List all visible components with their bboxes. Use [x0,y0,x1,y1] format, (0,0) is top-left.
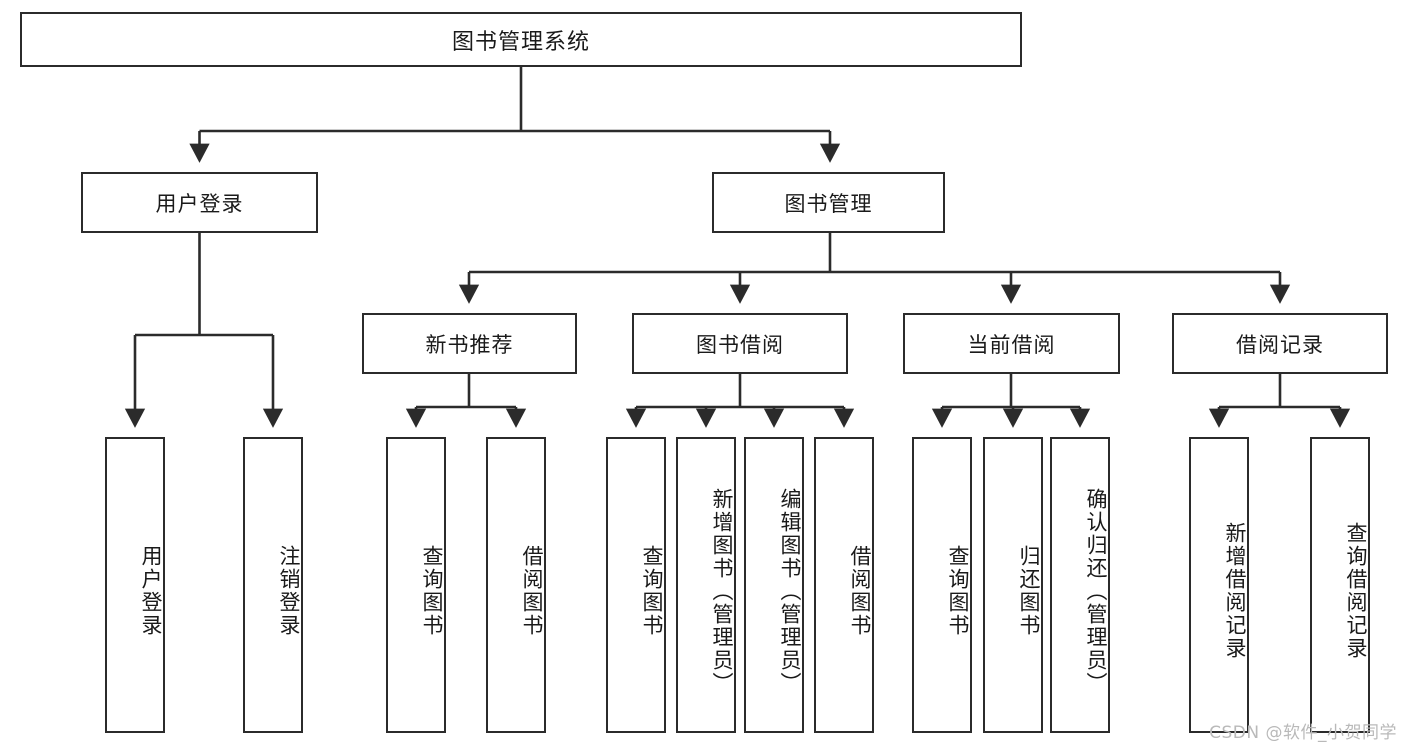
node-leaf-query-borrow-record[interactable]: 查询借阅记录 [1310,437,1370,733]
node-label: 用户登录 [139,545,163,637]
node-leaf-query-book-2[interactable]: 查询图书 [606,437,666,733]
node-label: 查询图书 [420,545,444,637]
node-label: 归还图书 [1017,545,1041,637]
node-label: 图书借阅 [696,332,784,357]
watermark-text: CSDN @软件_小贺同学 [1209,723,1397,743]
node-label: 新书推荐 [425,332,514,357]
node-label: 查询图书 [946,545,970,637]
node-label: 注销登录 [277,545,301,637]
node-label: 新增借阅记录 [1223,522,1247,660]
node-leaf-borrow-book-1[interactable]: 借阅图书 [486,437,546,733]
node-label: 图书管理 [784,191,873,216]
node-label: 查询图书 [640,545,664,637]
node-leaf-add-book[interactable]: 新增图书（管理员） [676,437,736,733]
node-leaf-borrow-book-2[interactable]: 借阅图书 [814,437,874,733]
node-label: 确认归还（管理员） [1084,487,1108,695]
node-leaf-user-logout[interactable]: 注销登录 [243,437,303,733]
node-label: 借阅图书 [848,545,872,637]
node-label: 用户登录 [155,191,244,216]
node-new-book-recommend[interactable]: 新书推荐 [362,313,577,374]
node-borrow-record[interactable]: 借阅记录 [1172,313,1388,374]
node-leaf-add-borrow-record[interactable]: 新增借阅记录 [1189,437,1249,733]
node-leaf-query-book-3[interactable]: 查询图书 [912,437,972,733]
node-leaf-user-login[interactable]: 用户登录 [105,437,165,733]
node-current-borrow[interactable]: 当前借阅 [903,313,1120,374]
node-book-manage[interactable]: 图书管理 [712,172,945,233]
node-label: 查询借阅记录 [1344,522,1368,660]
node-label: 新增图书（管理员） [710,487,734,695]
node-label: 借阅图书 [520,545,544,637]
node-book-borrow[interactable]: 图书借阅 [632,313,848,374]
node-leaf-edit-book[interactable]: 编辑图书（管理员） [744,437,804,733]
node-leaf-query-book-1[interactable]: 查询图书 [386,437,446,733]
node-label: 编辑图书（管理员） [778,487,802,695]
node-leaf-confirm-return[interactable]: 确认归还（管理员） [1050,437,1110,733]
node-leaf-return-book[interactable]: 归还图书 [983,437,1043,733]
node-label: 图书管理系统 [451,29,590,55]
node-root-title[interactable]: 图书管理系统 [20,12,1022,67]
node-label: 借阅记录 [1236,332,1324,357]
node-label: 当前借阅 [967,332,1056,357]
node-user-login[interactable]: 用户登录 [81,172,318,233]
